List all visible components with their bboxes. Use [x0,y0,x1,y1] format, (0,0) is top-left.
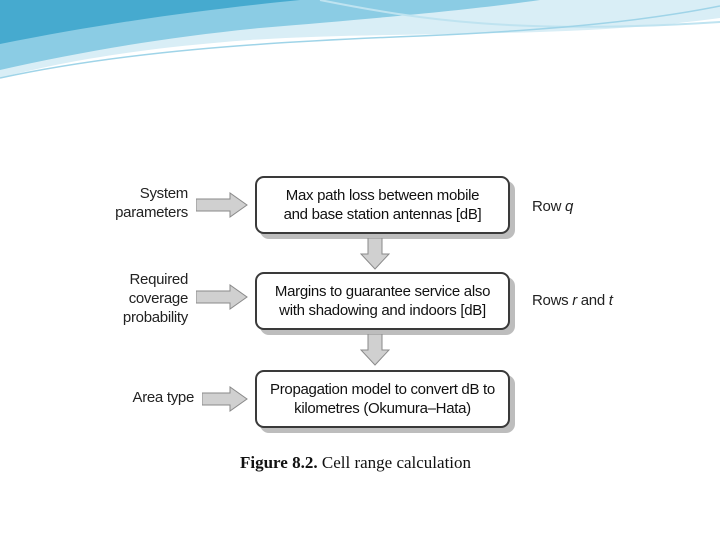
caption-text: Cell range calculation [321,453,472,472]
figure-caption: Figure 8.2. Cell range calculation [240,453,471,473]
box-line: kilometres (Okumura–Hata) [294,400,471,417]
row-label-q: Row q [532,198,574,215]
box-max-path-loss: Max path loss between mobile and base st… [255,176,510,234]
caption-figure-number: Figure 8.2. [240,453,318,472]
cell-range-flow-diagram: System parameters Required coverage prob… [92,168,642,480]
input-label-required-coverage: Required coverage probability [122,271,188,326]
box-line: Margins to guarantee service also [274,283,491,300]
input-label-system-parameters: System parameters [115,185,188,221]
box-margins: Margins to guarantee service also with s… [255,272,510,330]
box-line: Propagation model to convert dB to [270,381,495,398]
right-arrow-icon [196,284,248,310]
down-arrow-icon [360,238,390,270]
input-label-area-type: Area type [132,389,194,406]
box-line: Max path loss between mobile [285,187,480,204]
header-swoosh-decoration [0,0,720,79]
row-label-r-t: Rows r and t [532,292,613,309]
box-line: with shadowing and indoors [dB] [279,302,486,319]
box-propagation-model: Propagation model to convert dB to kilom… [255,370,510,428]
box-line: and base station antennas [dB] [283,206,482,223]
right-arrow-icon [202,386,248,412]
down-arrow-icon [360,334,390,366]
right-arrow-icon [196,192,248,218]
